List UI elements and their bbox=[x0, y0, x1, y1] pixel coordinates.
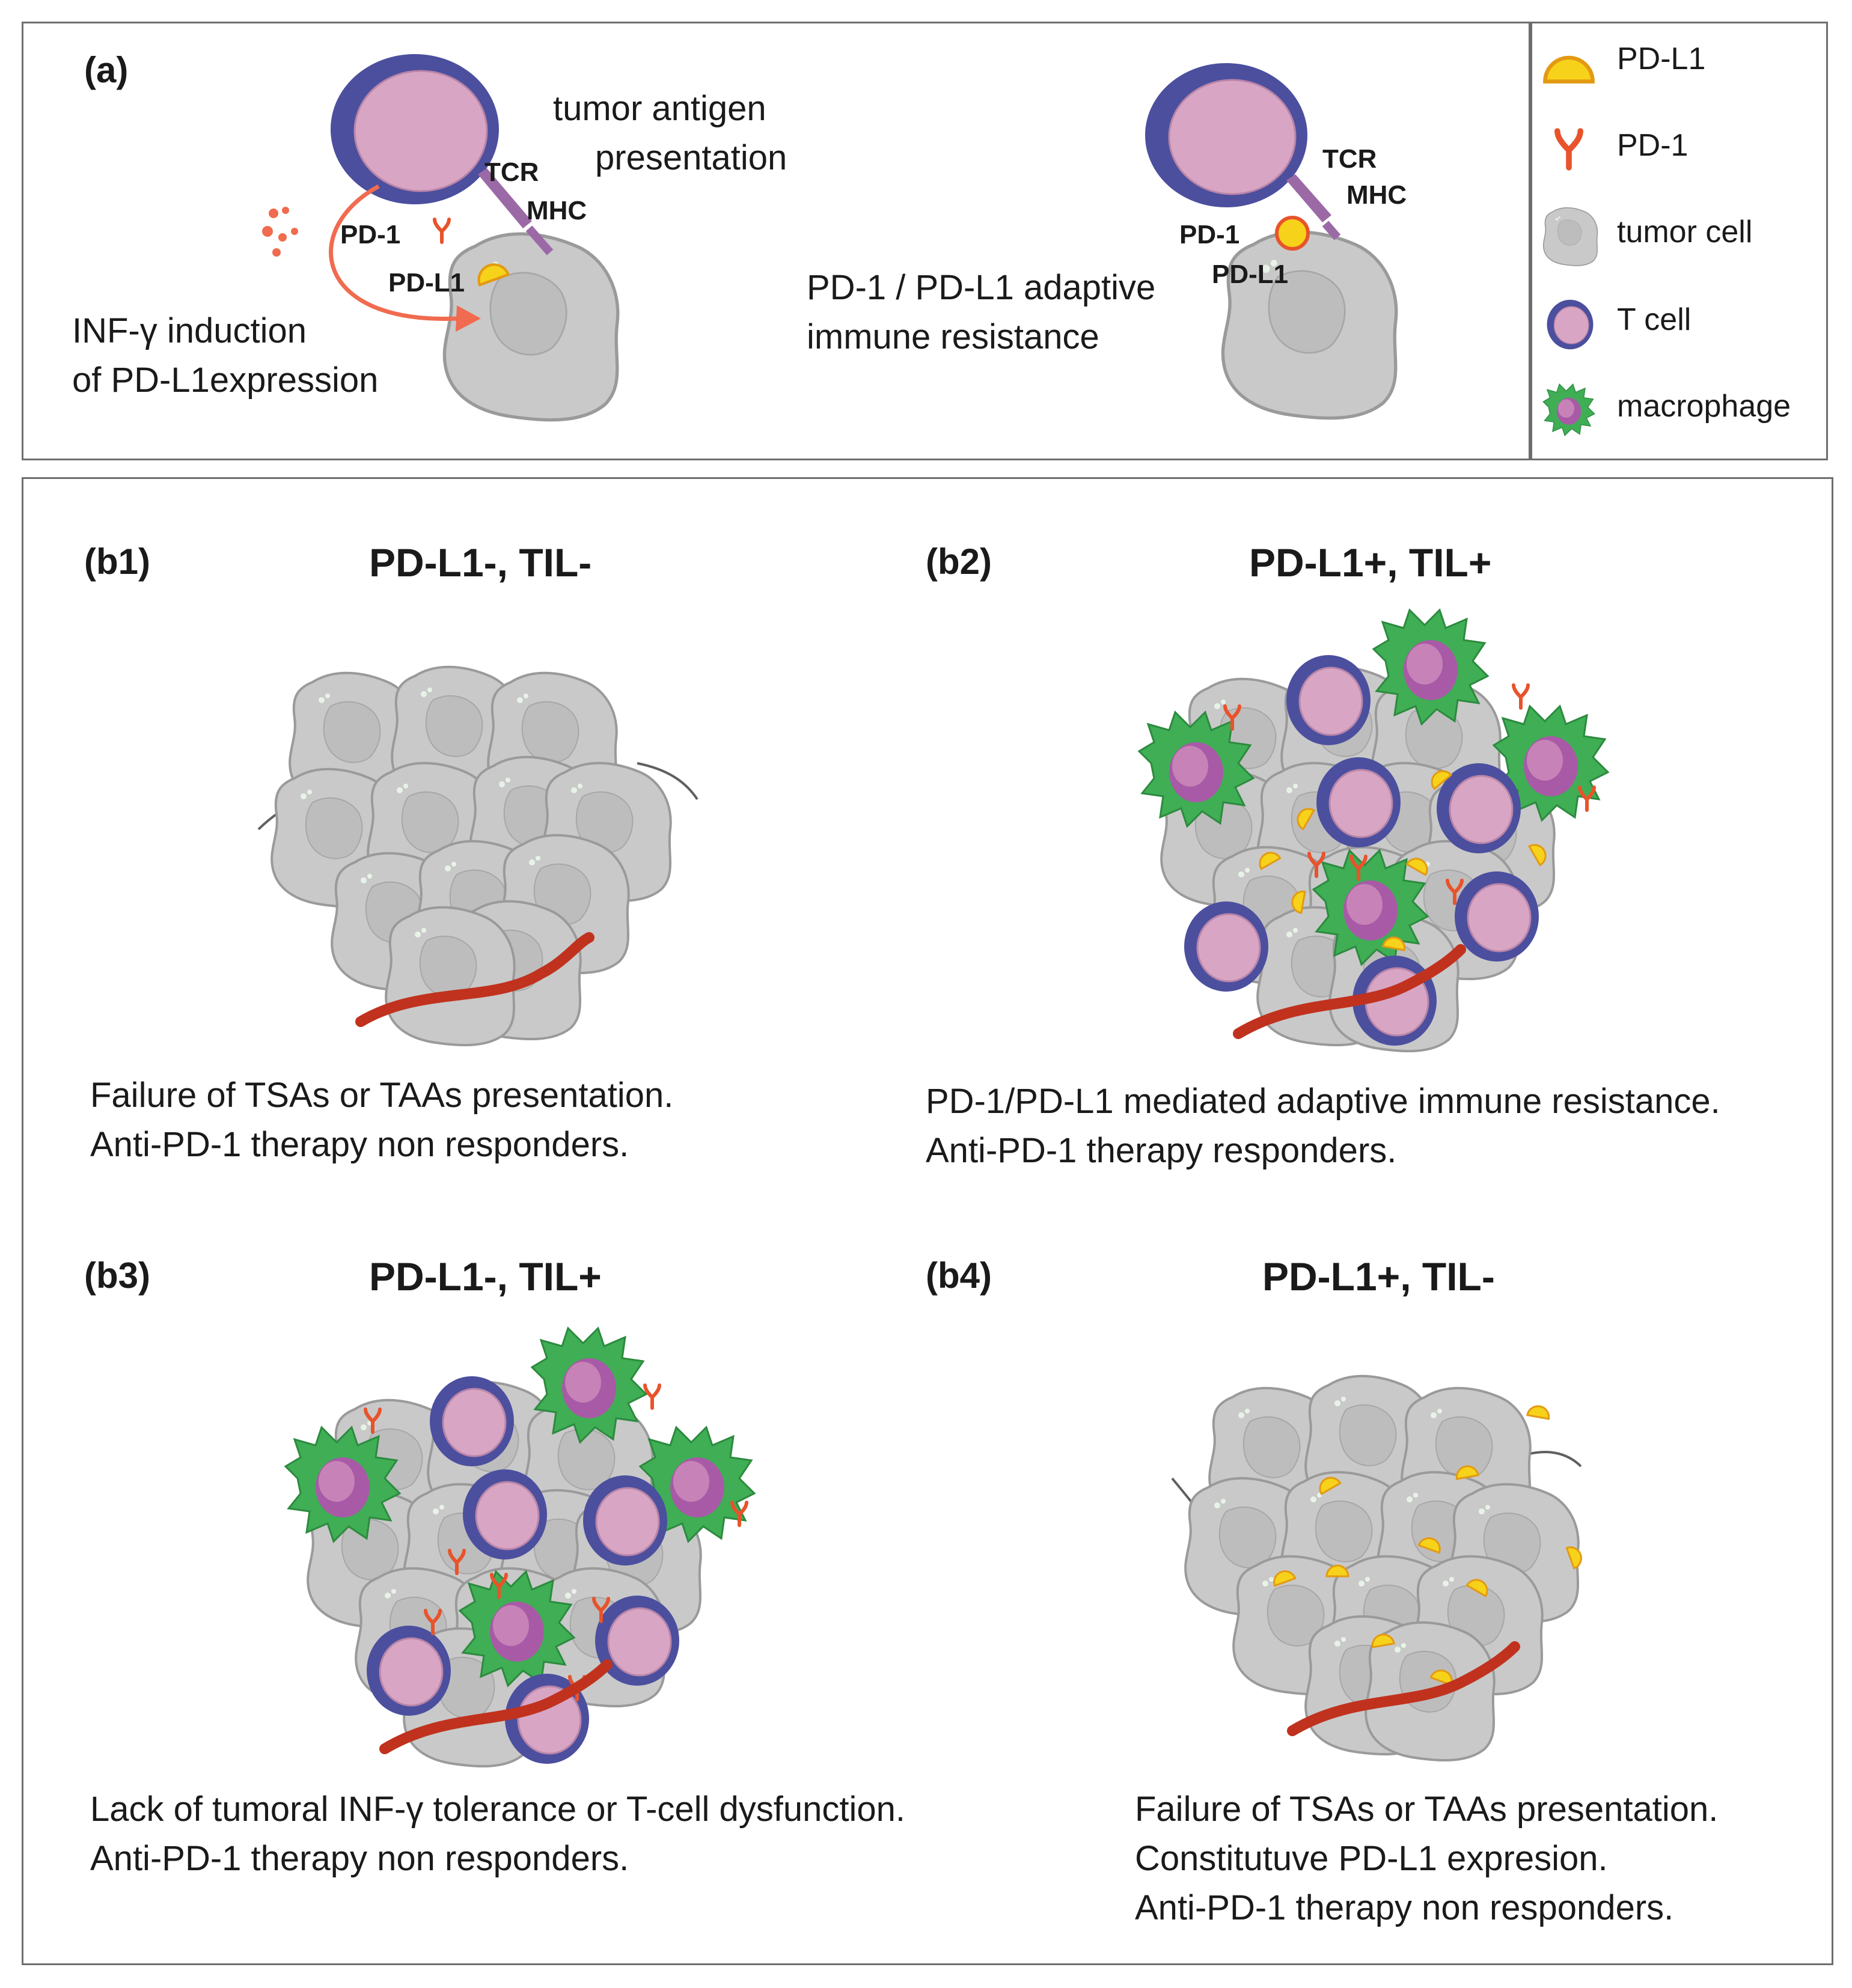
legend-label-tumor-cell: tumor cell bbox=[1617, 215, 1753, 249]
pd1-label: PD-1 bbox=[340, 220, 401, 249]
blood-vessel bbox=[379, 1659, 613, 1754]
b4-illustration bbox=[1171, 1374, 1586, 1762]
panel-a-left-illustration bbox=[262, 54, 618, 420]
panel-a-label: (a) bbox=[84, 50, 129, 90]
panel-b2-label: (b2) bbox=[926, 541, 992, 582]
panel-b2-caption-1: PD-1/PD-L1 mediated adaptive immune resi… bbox=[926, 1082, 1720, 1121]
adaptive-resistance-label-1: PD-1 / PD-L1 adaptive bbox=[807, 268, 1156, 307]
tumor-antigen-label-2: presentation bbox=[595, 138, 787, 177]
panel-b1-title: PD-L1-, TIL- bbox=[369, 540, 592, 585]
panel-b4-caption-1: Failure of TSAs or TAAs presentation. bbox=[1135, 1790, 1719, 1829]
panel-b3-label: (b3) bbox=[84, 1255, 150, 1296]
tcr-label: TCR bbox=[484, 157, 539, 187]
mhc-label: MHC bbox=[527, 196, 587, 225]
panel-b3-caption-1: Lack of tumoral INF-γ tolerance or T-cel… bbox=[90, 1790, 906, 1829]
inf-gamma-dots-icon bbox=[262, 207, 298, 257]
panel-b3-caption-2: Anti-PD-1 therapy non responders. bbox=[90, 1839, 629, 1878]
pdl1-label-right: PD-L1 bbox=[1212, 260, 1289, 289]
panel-b2-caption-2: Anti-PD-1 therapy responders. bbox=[926, 1131, 1397, 1170]
pd-1-pd-l1-bound-icon bbox=[1275, 216, 1310, 251]
panel-a-right-illustration bbox=[1145, 63, 1396, 418]
panel-b1-caption-1: Failure of TSAs or TAAs presentation. bbox=[90, 1076, 674, 1115]
macrophage-icon bbox=[1542, 383, 1595, 436]
inf-induction-label-1: INF-γ induction bbox=[72, 311, 307, 350]
tumor-antigen-label-1: tumor antigen bbox=[553, 89, 766, 128]
tcr-label-right: TCR bbox=[1322, 144, 1377, 174]
panel-b4-caption-3: Anti-PD-1 therapy non responders. bbox=[1135, 1888, 1674, 1927]
pd-1-icon bbox=[435, 219, 449, 242]
b3-illustration bbox=[284, 1327, 756, 1768]
induction-arrow bbox=[329, 184, 457, 321]
tumor-cell-icon bbox=[1542, 207, 1598, 266]
pdl1-label: PD-L1 bbox=[388, 268, 465, 297]
legend-label-pd-l1: PD-L1 bbox=[1617, 41, 1706, 76]
legend-label-pd-1: PD-1 bbox=[1617, 128, 1688, 163]
b2-illustration bbox=[1138, 609, 1609, 1053]
pd-1-icon bbox=[1557, 131, 1580, 168]
panel-b4-caption-2: Constitutuve PD-L1 expresion. bbox=[1135, 1839, 1608, 1878]
blood-vessel bbox=[1287, 1641, 1520, 1736]
panel-b4-label: (b4) bbox=[926, 1255, 992, 1296]
blood-vessel bbox=[355, 932, 594, 1027]
panel-b2-title: PD-L1+, TIL+ bbox=[1249, 540, 1492, 585]
inf-induction-label-2: of PD-L1expression bbox=[72, 361, 379, 400]
adaptive-resistance-label-2: immune resistance bbox=[807, 317, 1099, 356]
legend-label-macrophage: macrophage bbox=[1617, 389, 1791, 424]
panel-b1-label: (b1) bbox=[84, 541, 150, 582]
legend-icons bbox=[1542, 58, 1598, 436]
blood-vessel bbox=[1233, 944, 1466, 1039]
panel-b1-caption-2: Anti-PD-1 therapy non responders. bbox=[90, 1125, 629, 1164]
tumor-cell-icon bbox=[444, 234, 617, 420]
b1-illustration bbox=[257, 665, 698, 1047]
pd1-label-right: PD-1 bbox=[1179, 220, 1240, 249]
mhc-label-right: MHC bbox=[1346, 180, 1407, 210]
panel-b4-title: PD-L1+, TIL- bbox=[1262, 1254, 1495, 1299]
panel-b3-title: PD-L1-, TIL+ bbox=[369, 1254, 602, 1299]
pd-l1-icon bbox=[1545, 58, 1592, 82]
legend-label-t-cell: T cell bbox=[1617, 302, 1692, 337]
t-cell-icon bbox=[1546, 299, 1594, 350]
